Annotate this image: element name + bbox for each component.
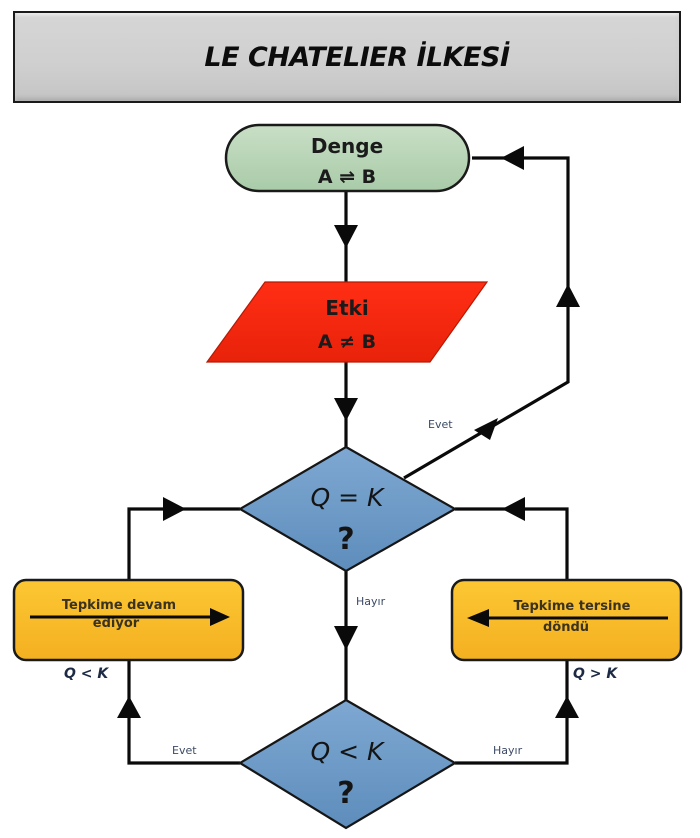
node-decision-q-equals-k: Q = K ? [237,445,458,573]
arrowhead-right-icon [163,497,186,521]
edge-label-qk-no: Hayır [356,595,386,608]
arrowhead-left-icon [502,497,525,521]
forward-line1: Tepkime devam [62,598,176,613]
arrowhead-left-icon [501,146,524,170]
effect-title: Etki [325,296,368,320]
node-reaction-reverse: Tepkime tersine döndü [450,578,683,662]
forward-inequality: Q < K [64,666,109,682]
reverse-inequality: Q > K [573,666,618,682]
decision-qlk-question-mark: ? [337,776,354,811]
reverse-line2: döndü [543,620,589,635]
title-banner: LE CHATELIER İLKESİ [13,11,681,103]
arrowhead-up-icon [117,696,141,718]
edge-forward-to-qk [127,507,240,580]
arrowhead-down-icon [334,626,358,650]
edge-label-qlk-yes: Evet [172,744,197,757]
reverse-line1: Tepkime tersine [514,599,631,614]
arrowhead-down-icon [334,398,358,421]
edge-qlk-yes-to-forward [127,660,240,765]
node-equilibrium: Denge A ⇌ B [224,123,471,193]
edge-label-qk-yes: Evet [428,418,453,431]
forward-line2: ediyor [93,616,140,631]
node-effect: Etki A ≠ B [205,281,489,363]
decision-qk-condition: Q = K [311,483,387,512]
equilibrium-title: Denge [311,134,383,158]
edge-reverse-to-qk [455,507,569,580]
arrow-right-icon [210,608,230,626]
arrowhead-up-icon [556,284,580,307]
effect-expression: A ≠ B [318,331,376,353]
decision-qlk-condition: Q < K [311,737,387,766]
arrowhead-diagonal-icon [474,418,498,440]
arrow-left-icon [467,609,489,627]
edge-label-qlk-no: Hayır [493,744,523,757]
node-decision-q-less-k: Q < K ? [237,698,458,830]
diagram-title: LE CHATELIER İLKESİ [204,41,510,73]
arrowhead-up-icon [555,696,579,718]
decision-qk-question-mark: ? [337,522,354,557]
edge-qlk-no-to-reverse [455,660,569,765]
node-reaction-forward: Tepkime devam ediyor [12,578,245,662]
equilibrium-expression: A ⇌ B [318,166,376,188]
arrowhead-down-icon [334,225,358,248]
